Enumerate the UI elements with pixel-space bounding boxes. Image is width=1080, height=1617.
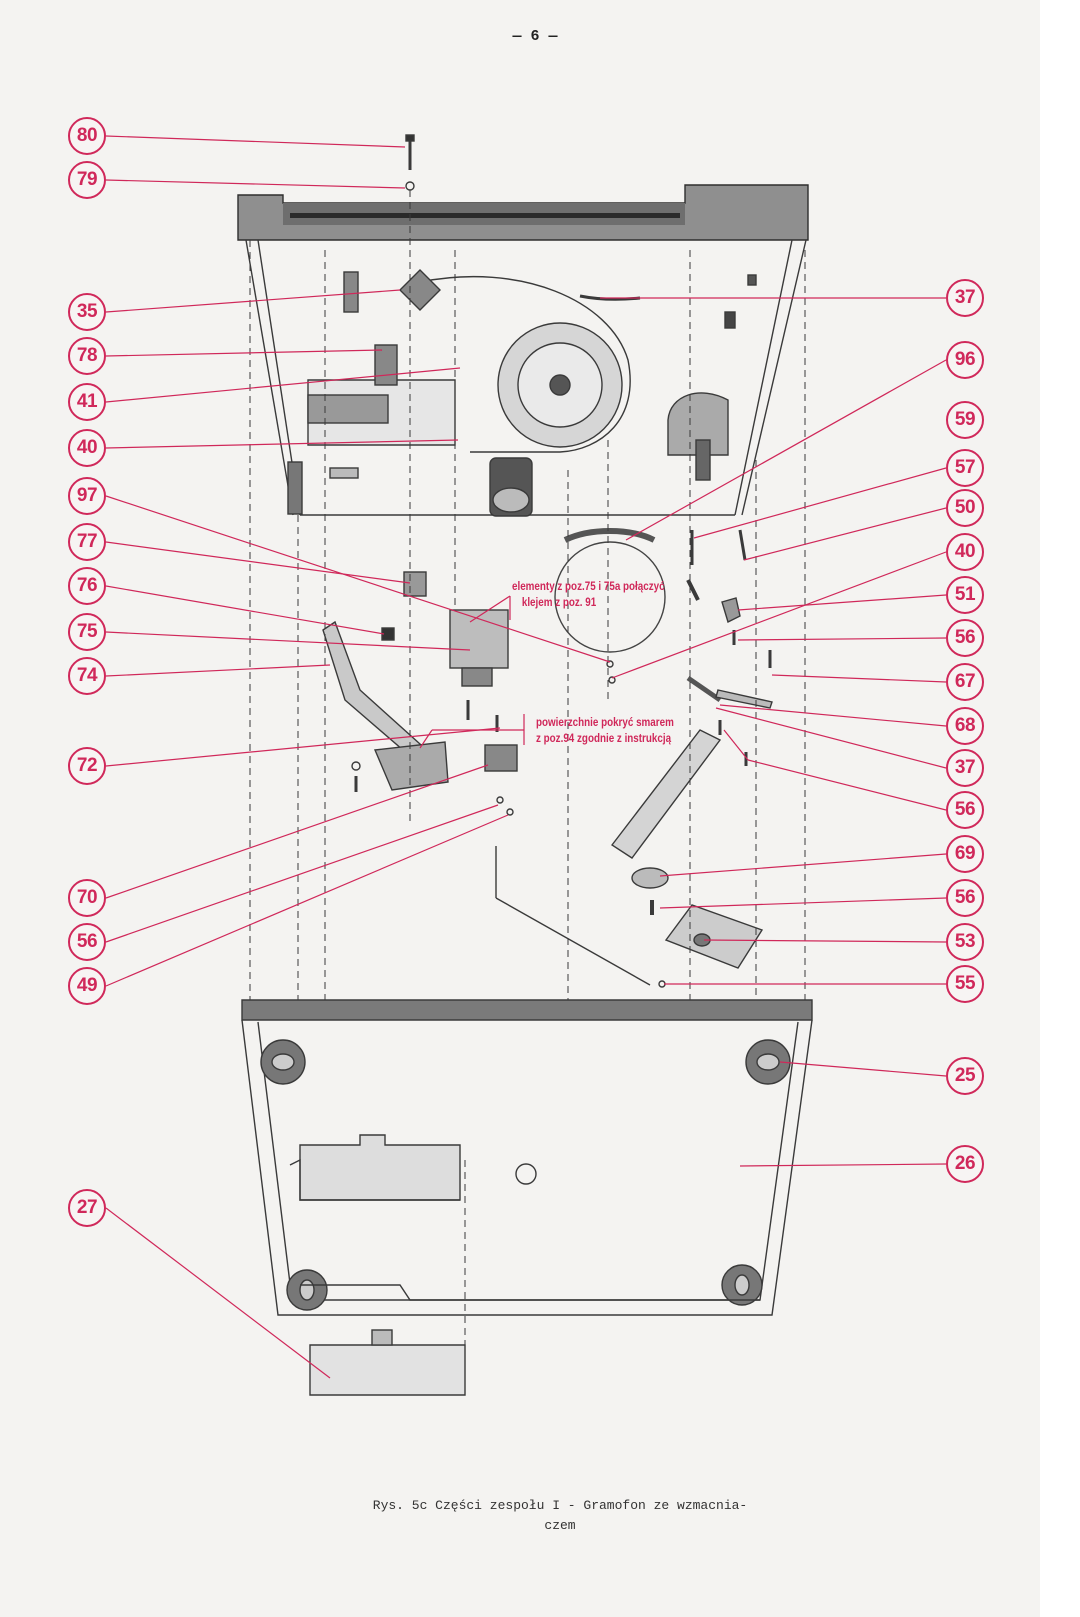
glue-note: elementy z poz.75 i 75a połączyć klejem …	[512, 578, 665, 610]
callout-41: 41	[68, 383, 106, 421]
callout-37-top: 37	[946, 279, 984, 317]
callout-57: 57	[946, 449, 984, 487]
exploded-view-drawing	[105, 134, 947, 1396]
callout-40: 40	[68, 429, 106, 467]
callout-51: 51	[946, 576, 984, 614]
callout-35: 35	[68, 293, 106, 331]
caption-line-1: Rys. 5c Części zespołu I - Gramofon ze w…	[372, 1498, 748, 1513]
alignment-lines	[249, 190, 806, 1345]
bottom-panel	[241, 999, 813, 1396]
callout-25: 25	[946, 1057, 984, 1095]
callout-56-right-1: 56	[946, 619, 984, 657]
top-deck-panel	[237, 184, 809, 516]
callout-77: 77	[68, 523, 106, 561]
callout-49: 49	[68, 967, 106, 1005]
callout-26: 26	[946, 1145, 984, 1183]
grease-note-line-1: powierzchnie pokryć smarem	[536, 715, 674, 729]
drawing-sheet	[0, 0, 1040, 1617]
callout-56-right-2: 56	[946, 791, 984, 829]
callout-97: 97	[68, 477, 106, 515]
callout-75: 75	[68, 613, 106, 651]
callout-53: 53	[946, 923, 984, 961]
callout-67: 67	[946, 663, 984, 701]
callout-78: 78	[68, 337, 106, 375]
turntable-mechanism	[307, 269, 757, 517]
grease-note: powierzchnie pokryć smarem z poz.94 zgod…	[536, 714, 674, 746]
caption-line-2: czem	[544, 1518, 576, 1533]
top-screws	[405, 134, 415, 191]
glue-note-line-2: klejem z poz. 91	[521, 595, 597, 609]
glue-note-line-1: elementy z poz.75 i 75a połączyć	[512, 579, 665, 593]
callout-69: 69	[946, 835, 984, 873]
callout-56-right-3: 56	[946, 879, 984, 917]
callout-27: 27	[68, 1189, 106, 1227]
callout-79: 79	[68, 161, 106, 199]
callout-70: 70	[68, 879, 106, 917]
leader-lines	[105, 135, 947, 1379]
callout-74: 74	[68, 657, 106, 695]
figure-caption: Rys. 5c Części zespołu I - Gramofon ze w…	[300, 1496, 820, 1536]
callout-50: 50	[946, 489, 984, 527]
page-number: — 6 —	[512, 28, 558, 45]
callout-55: 55	[946, 965, 984, 1003]
callout-76: 76	[68, 567, 106, 605]
grease-note-line-2: z poz.94 zgodnie z instrukcją	[536, 731, 672, 745]
callout-56-left: 56	[68, 923, 106, 961]
callout-68: 68	[946, 707, 984, 745]
callout-96: 96	[946, 341, 984, 379]
callout-40-right: 40	[946, 533, 984, 571]
callout-80: 80	[68, 117, 106, 155]
callout-72: 72	[68, 747, 106, 785]
callout-37-mid: 37	[946, 749, 984, 787]
callout-59: 59	[946, 401, 984, 439]
